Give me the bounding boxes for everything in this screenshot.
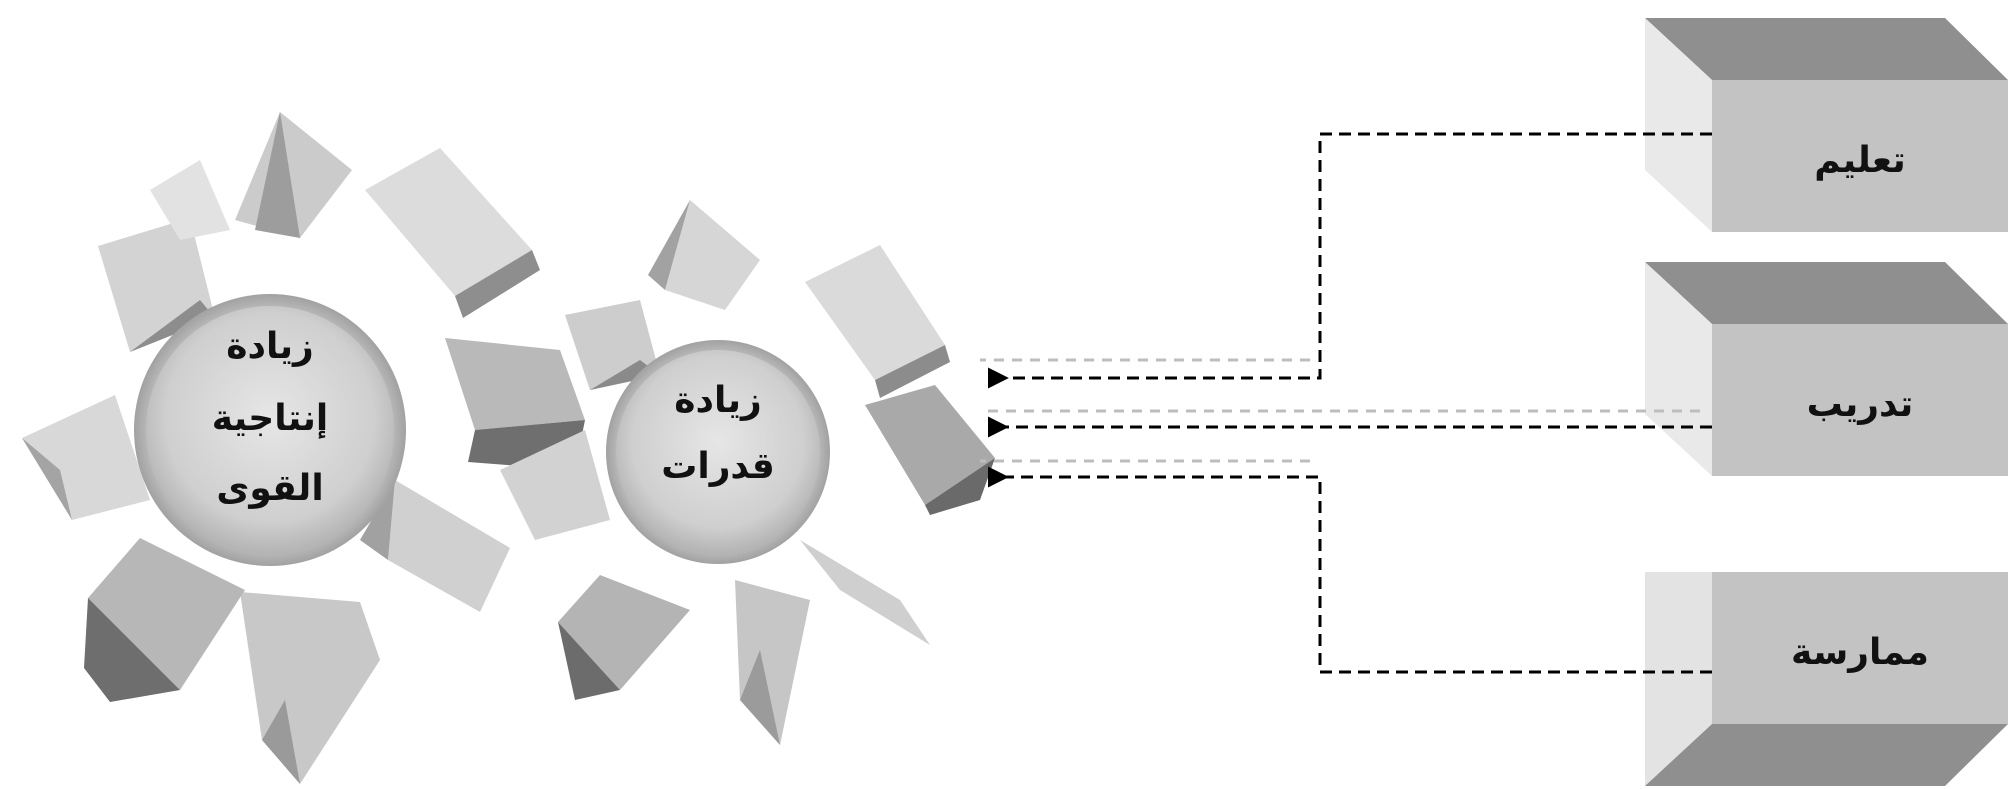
- connector-3: [987, 466, 1712, 674]
- connector-shadows: [980, 358, 1700, 463]
- input-box-1: تعليم: [1645, 18, 2008, 232]
- gear-small-line-1: زيادة: [674, 380, 762, 421]
- gear-large-line-1: زيادة: [226, 326, 314, 367]
- gear-small-hub: [616, 350, 820, 554]
- gear-large-line-2: إنتاجية: [212, 398, 329, 439]
- gear-large-line-3: القوى: [216, 468, 323, 509]
- gear-small-teeth: [500, 200, 995, 745]
- input-box-3-label: ممارسة: [1791, 632, 1929, 673]
- input-box-1-label: تعليم: [1814, 140, 1905, 181]
- gear-large-teeth: [22, 112, 585, 784]
- input-box-3: ممارسة: [1645, 572, 2008, 786]
- input-box-2: تدريب: [1645, 262, 2008, 476]
- gear-large-hub: [146, 306, 394, 554]
- gear-small: زيادة قدرات: [500, 200, 995, 745]
- connectors: [987, 132, 1712, 674]
- gear-small-line-2: قدرات: [661, 446, 775, 487]
- gear-large: زيادة إنتاجية القوى: [22, 112, 585, 784]
- connector-1: [987, 132, 1712, 389]
- input-box-2-label: تدريب: [1807, 384, 1914, 425]
